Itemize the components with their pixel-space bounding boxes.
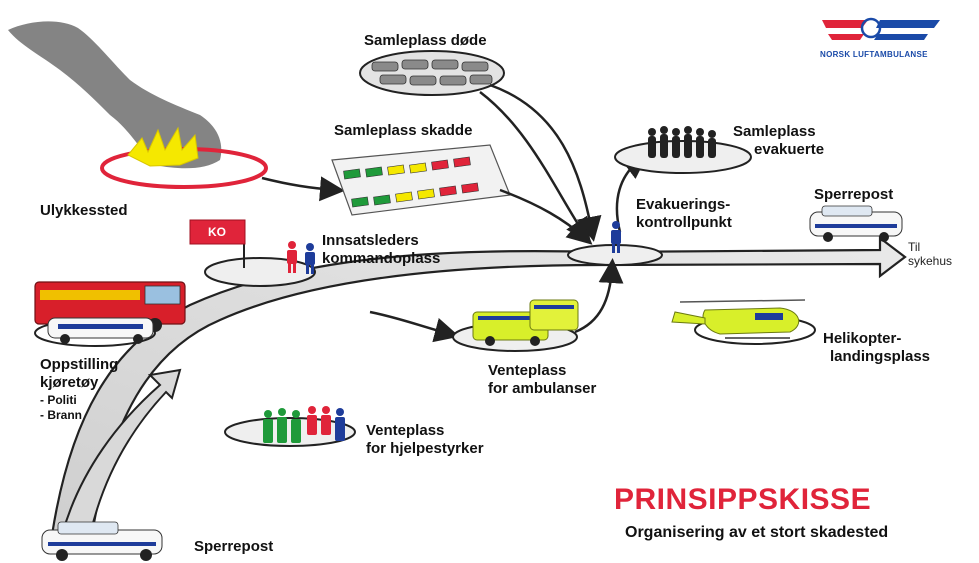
lower-road-branch: [60, 368, 182, 536]
police-car-roadblock-bottom: [41, 521, 163, 561]
evacuated-people: [648, 126, 716, 158]
helicopter: [671, 299, 806, 339]
police-car-roadblock-right: [809, 205, 903, 242]
label-roadblock-right: Sperrepost: [814, 186, 894, 203]
arrow-accident-to-injured: [261, 176, 345, 202]
converging-arrows: [479, 83, 648, 245]
label-helper-wait-line2: for hjelpestyrker: [366, 440, 484, 457]
label-helper-wait-line1: Venteplass: [366, 422, 445, 439]
police-car-staging: [47, 317, 154, 344]
evacuated-collection-ring: [614, 140, 752, 174]
helper-figures: [263, 406, 345, 443]
flag-text: KO: [208, 225, 226, 239]
logo-text: NORSK LUFTAMBULANSE: [820, 50, 928, 59]
page-title: PRINSIPPSKISSE: [614, 483, 872, 516]
label-commander-line1: Innsatsleders: [322, 232, 419, 249]
ambulances: [472, 299, 579, 346]
body-bags: [371, 59, 493, 86]
label-dead-collection: Samleplass døde: [364, 32, 487, 49]
command-flag: [189, 219, 246, 245]
triage-markers: [343, 156, 479, 208]
commander-figures: [287, 241, 315, 274]
label-vehicle-police: - Politi: [40, 393, 77, 407]
label-checkpoint-line2: kontrollpunkt: [636, 214, 732, 231]
arrow-ambulance-to-checkpoint: [574, 258, 624, 334]
label-ambulance-wait-line2: for ambulanser: [488, 380, 597, 397]
label-helipad-line1: Helikopter-: [823, 330, 902, 347]
checkpoint-person: [611, 221, 621, 253]
arrow-to-ambulance-wait: [369, 310, 460, 343]
label-to-hospital-line1: Til: [908, 240, 921, 254]
page-subtitle: Organisering av et stort skadested: [625, 524, 889, 541]
label-evacuated-collection-line1: Samleplass: [733, 123, 816, 140]
label-vehicle-staging-line2: kjøretøy: [40, 374, 99, 391]
label-injured-collection: Samleplass skadde: [334, 122, 473, 139]
smoke-plume: [8, 21, 222, 169]
label-checkpoint-line1: Evakuerings-: [636, 196, 731, 213]
command-post-ring: [204, 257, 316, 287]
label-commander-line2: kommandoplass: [322, 250, 441, 267]
label-helipad-line2: landingsplass: [830, 348, 931, 365]
label-ambulance-wait-line1: Venteplass: [488, 362, 567, 379]
logo-mark: [822, 17, 940, 40]
label-to-hospital-line2: sykehus: [908, 254, 953, 268]
flames: [127, 126, 199, 167]
dead-collection-ring: [359, 50, 505, 96]
label-vehicle-staging-line1: Oppstilling: [40, 356, 119, 373]
label-accident-site: Ulykkessted: [40, 202, 128, 219]
label-roadblock-bottom: Sperrepost: [194, 538, 274, 555]
label-vehicle-fire: - Brann: [40, 408, 82, 422]
label-evacuated-collection-line2: evakuerte: [754, 141, 825, 158]
